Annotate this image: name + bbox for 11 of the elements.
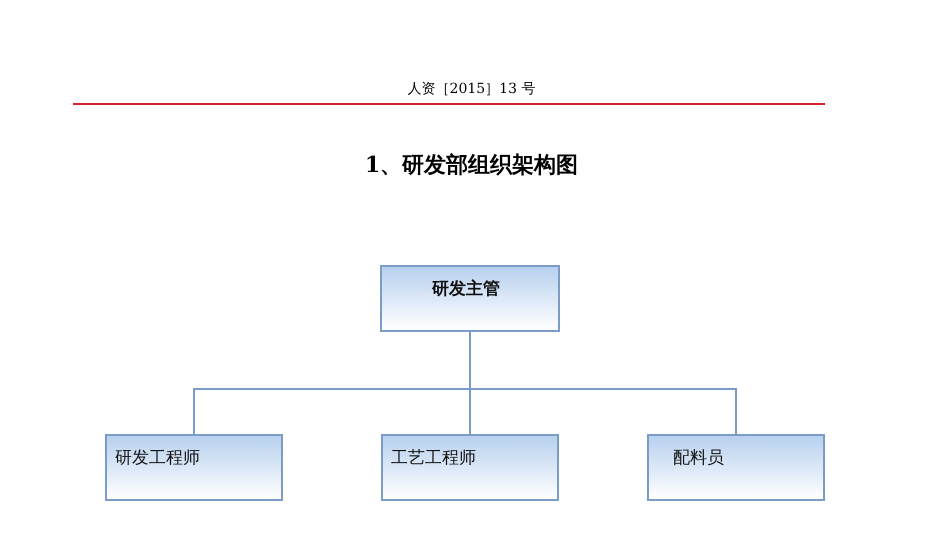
- role-label: 研发工程师: [115, 447, 200, 469]
- org-box: [647, 434, 825, 501]
- org-box: [381, 434, 559, 501]
- role-label: 配料员: [673, 447, 724, 469]
- title: 1、研发部组织架构图: [364, 152, 578, 178]
- role-label: 研发主管: [432, 278, 500, 300]
- role-label: 工艺工程师: [391, 447, 476, 469]
- org-box: [105, 434, 283, 501]
- connector-line: [469, 332, 737, 434]
- document-number: 人资［2015］13 号: [408, 81, 536, 97]
- org-box: [380, 265, 560, 332]
